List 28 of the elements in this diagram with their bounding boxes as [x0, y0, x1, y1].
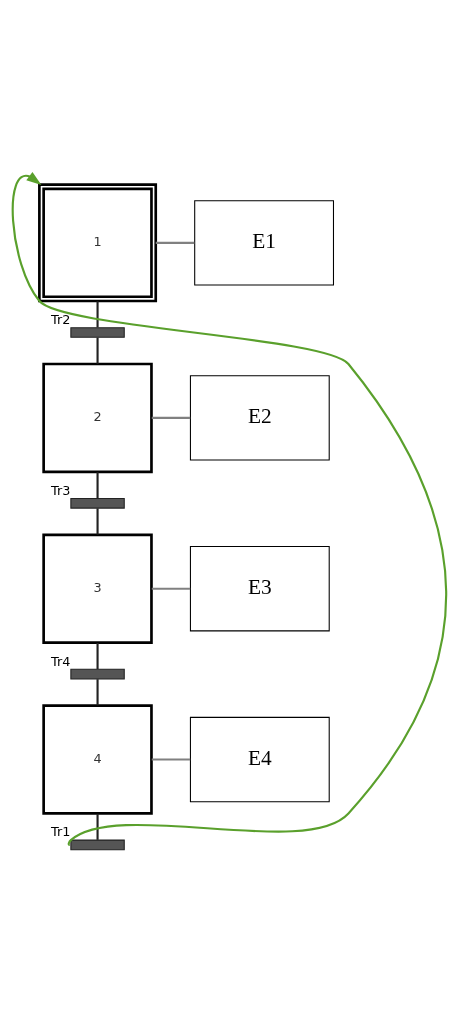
node-bar — [70, 668, 125, 679]
connector — [151, 416, 191, 419]
node-bar — [70, 497, 125, 509]
connector — [96, 337, 99, 364]
node-label: Tr3 — [51, 482, 71, 498]
node-box: 2 — [42, 362, 153, 473]
node-box: E4 — [189, 716, 330, 802]
node-label: Tr4 — [51, 653, 71, 669]
connector — [96, 678, 99, 705]
node-label: Tr2 — [51, 311, 71, 327]
connector — [96, 813, 99, 840]
connector — [96, 642, 99, 669]
connector — [151, 587, 191, 590]
node-bar — [70, 326, 125, 338]
connector — [96, 507, 99, 535]
node-label: Tr1 — [51, 823, 71, 839]
node-bar — [70, 839, 125, 850]
node-box: E1 — [194, 199, 334, 286]
connector — [151, 757, 191, 761]
connector — [96, 471, 99, 498]
arrow — [11, 171, 448, 846]
connector — [155, 241, 195, 244]
connector — [96, 300, 99, 327]
node-box: 4 — [42, 703, 153, 815]
node-box: 3 — [42, 532, 153, 644]
node-box: 1 — [38, 182, 158, 302]
node-box: E3 — [189, 545, 330, 631]
node-box: E2 — [189, 374, 330, 461]
